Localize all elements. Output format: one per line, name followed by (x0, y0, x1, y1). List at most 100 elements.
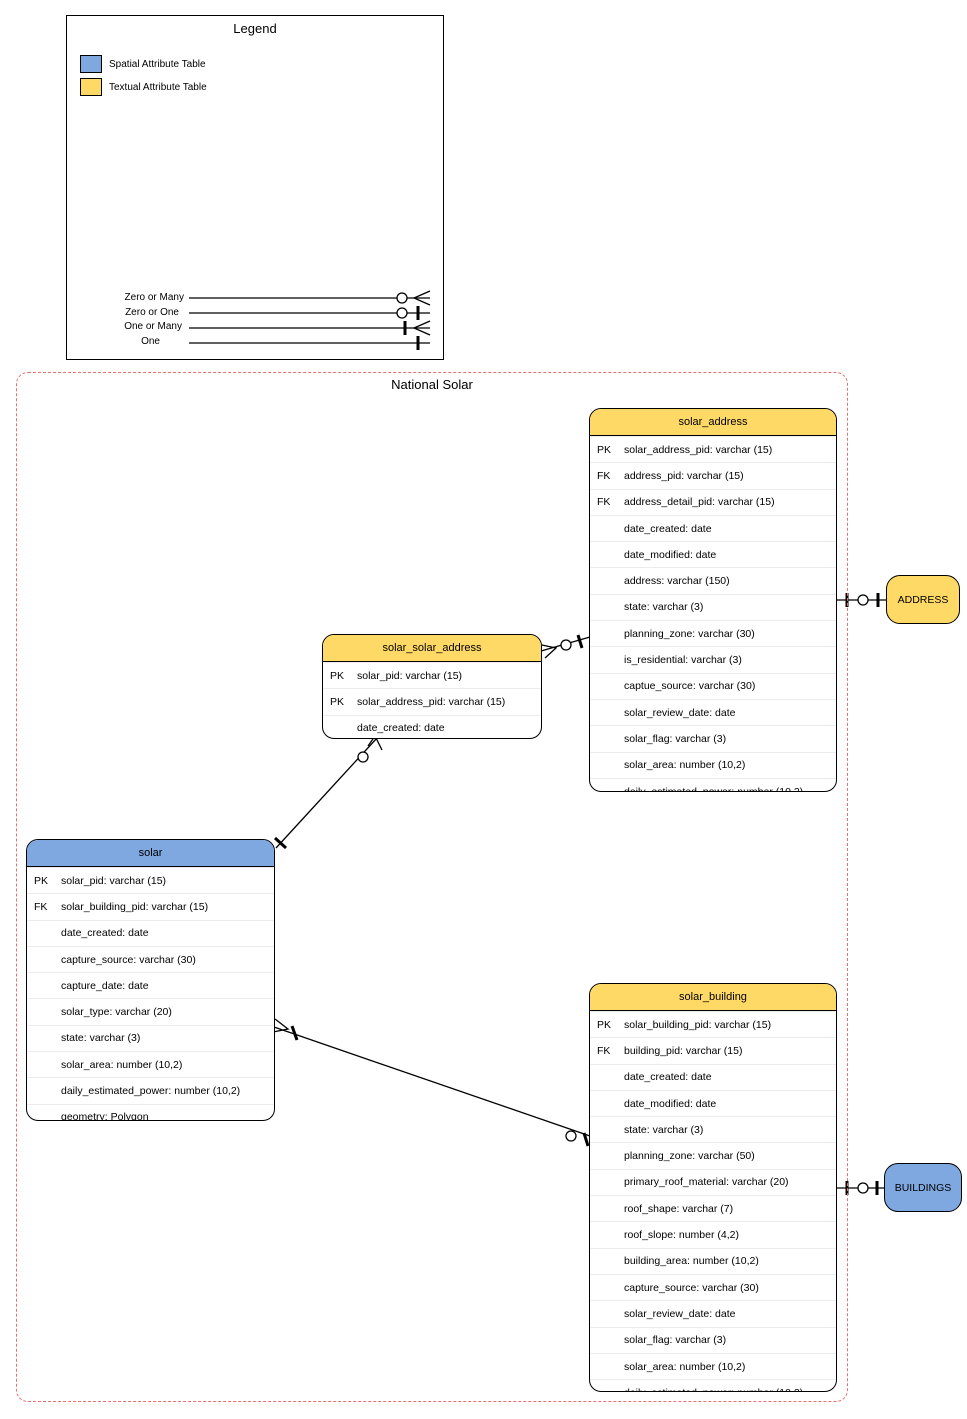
attribute-row: is_residential: varchar (3) (590, 646, 836, 672)
attribute-text: date_created: date (624, 522, 712, 535)
attribute-row: date_created: date (27, 919, 274, 946)
legend-zero-or-one-label: Zero or One (125, 307, 179, 318)
attribute-row: state: varchar (3) (590, 1116, 836, 1142)
attribute-text: solar_building_pid: varchar (15) (61, 900, 209, 913)
attribute-row: planning_zone: varchar (50) (590, 1142, 836, 1168)
attribute-text: daily_estimated_power: number (10,2) (624, 1387, 836, 1391)
legend-one-label: One (141, 336, 160, 347)
attribute-text: solar_review_date: date (624, 1307, 736, 1320)
attribute-text: primary_roof_material: varchar (20) (624, 1176, 789, 1189)
link-junction-to-solar (273, 734, 383, 850)
legend-one-symbol (189, 336, 430, 350)
legend-item-spatial: Spatial Attribute Table (80, 54, 206, 74)
key-marker: PK (34, 874, 49, 887)
entity-title: solar_solar_address (323, 635, 541, 662)
attribute-text: solar_flag: varchar (3) (624, 732, 727, 745)
key-marker: PK (597, 443, 612, 456)
attribute-text: solar_pid: varchar (15) (357, 669, 463, 682)
attribute-row: planning_zone: varchar (30) (590, 620, 836, 646)
attribute-row: solar_area: number (10,2) (590, 751, 836, 778)
entity-title: solar_address (590, 409, 836, 436)
attribute-text: capture_date: date (61, 979, 149, 992)
group-title: National Solar (391, 377, 473, 392)
attribute-row: PK solar_pid: varchar (15) (27, 867, 274, 893)
link-junction-to-solar-address (540, 634, 591, 659)
attribute-text: solar_flag: varchar (3) (624, 1334, 727, 1347)
legend-title: Legend (233, 21, 277, 36)
legend-label-spatial: Spatial Attribute Table (109, 58, 206, 70)
attribute-text: building_pid: varchar (15) (624, 1044, 743, 1057)
attribute-text: date_modified: date (624, 1097, 717, 1110)
attribute-row: roof_slope: number (4,2) (590, 1221, 836, 1247)
attribute-row: PK solar_address_pid: varchar (15) (323, 688, 541, 714)
attribute-row: solar_review_date: date (590, 698, 836, 725)
attribute-text: planning_zone: varchar (50) (624, 1150, 755, 1163)
attribute-text: date_created: date (624, 1071, 712, 1084)
attribute-text: daily_estimated_power: number (10,2) (61, 1085, 241, 1098)
legend-zero-or-one-symbol (189, 306, 430, 320)
attribute-text: solar_area: number (10,2) (61, 1058, 183, 1071)
attribute-row: address: varchar (150) (590, 567, 836, 593)
attribute-row: date_created: date (590, 1063, 836, 1090)
legend-zero-or-many-symbol (189, 290, 431, 306)
attribute-row: capture_source: varchar (30) (590, 1273, 836, 1300)
attribute-text: state: varchar (3) (624, 601, 704, 614)
legend-item-textual: Textual Attribute Table (80, 77, 207, 97)
attribute-row: solar_review_date: date (590, 1300, 836, 1326)
attribute-row: date_modified: date (590, 1089, 836, 1116)
legend-swatch-spatial (80, 55, 102, 73)
attribute-text: solar_review_date: date (624, 706, 736, 719)
key-marker: FK (597, 469, 611, 482)
attribute-row: primary_roof_material: varchar (20) (590, 1168, 836, 1195)
attribute-text: address_pid: varchar (15) (624, 469, 744, 482)
attribute-text: planning_zone: varchar (30) (624, 627, 755, 640)
entity-title: solar_building (590, 984, 836, 1011)
key-marker: FK (597, 496, 611, 509)
attribute-text: capture_source: varchar (30) (624, 1281, 759, 1294)
attribute-text: state: varchar (3) (624, 1123, 704, 1136)
attribute-text: roof_slope: number (4,2) (624, 1229, 739, 1242)
attribute-text: is_residential: varchar (3) (624, 654, 742, 667)
key-marker: PK (330, 669, 345, 682)
attribute-text: capture_source: varchar (30) (61, 953, 196, 966)
external-address[interactable]: ADDRESS (886, 575, 960, 624)
legend-swatch-textual (80, 78, 102, 96)
attribute-text: date_modified: date (624, 548, 717, 561)
attribute-row: solar_area: number (10,2) (27, 1051, 274, 1077)
attribute-text: solar_area: number (10,2) (624, 759, 746, 772)
legend: Legend Spatial Attribute Table Textual A… (66, 15, 444, 360)
attribute-row: solar_area: number (10,2) (590, 1352, 836, 1379)
attribute-text: solar_address_pid: varchar (15) (357, 695, 506, 708)
key-marker: PK (330, 695, 345, 708)
attribute-text: state: varchar (3) (61, 1032, 141, 1045)
attribute-row: capture_date: date (27, 972, 274, 998)
external-buildings[interactable]: BUILDINGS (884, 1163, 962, 1212)
attribute-text: solar_pid: varchar (15) (61, 874, 167, 887)
attribute-text: captue_source: varchar (30) (624, 680, 756, 693)
attribute-row: state: varchar (3) (27, 1024, 274, 1051)
attribute-row: daily_estimated_power: number (10,2) (590, 1379, 836, 1391)
attribute-row: solar_flag: varchar (3) (590, 1326, 836, 1353)
attribute-row: FK address_pid: varchar (15) (590, 462, 836, 488)
attribute-row: geometry: Polygon (27, 1103, 274, 1120)
legend-one-or-many-label: One or Many (124, 321, 182, 332)
attribute-row: daily_estimated_power: number (10,2) (27, 1077, 274, 1103)
attribute-text: address: varchar (150) (624, 575, 730, 588)
national-solar-group: National Solar (16, 372, 848, 1402)
link-solar-address-to-address (837, 593, 887, 607)
attribute-row: date_created: date (590, 514, 836, 541)
attribute-text: daily_estimated_power: number (10,2) (624, 785, 804, 792)
attribute-row: PK solar_pid: varchar (15) (323, 662, 541, 688)
key-marker: PK (597, 1018, 612, 1031)
attribute-text: solar_address_pid: varchar (15) (624, 443, 773, 456)
attribute-text: building_area: number (10,2) (624, 1255, 759, 1268)
